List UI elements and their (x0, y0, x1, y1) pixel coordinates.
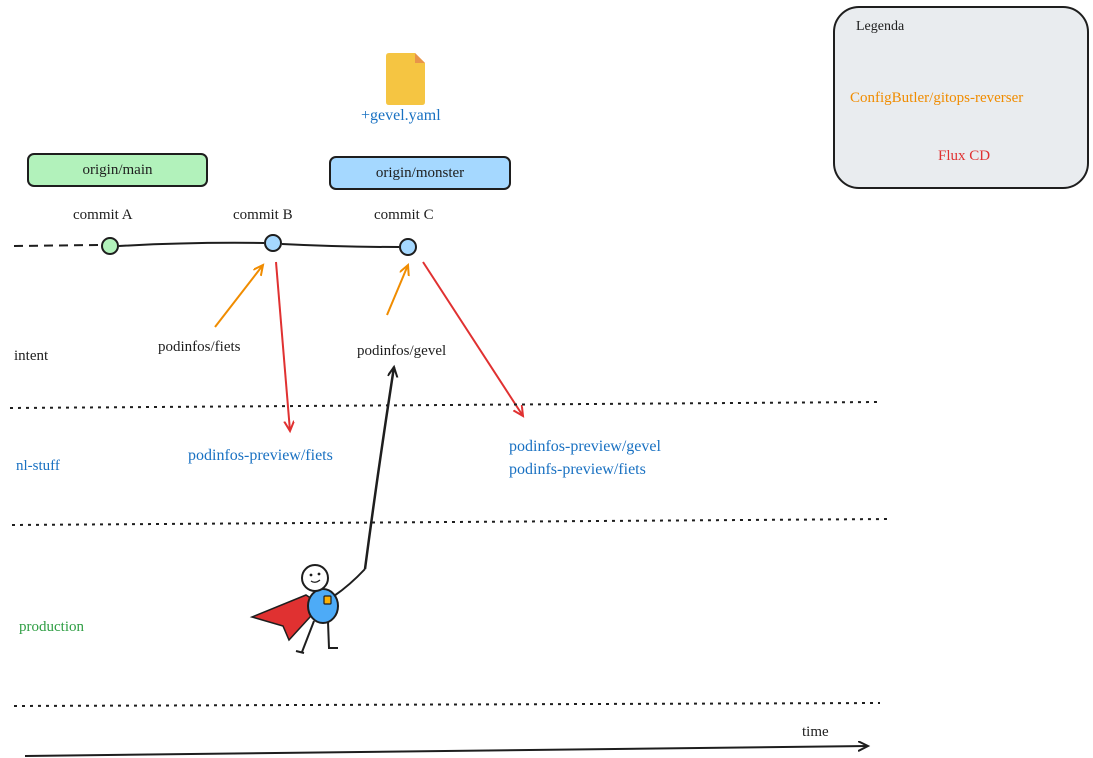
target-preview-fiets: podinfos-preview/fiets (188, 447, 333, 464)
target-preview-gevel: podinfos-preview/gevel (509, 438, 661, 455)
lane-separator-3 (13, 702, 881, 707)
lane-production: production (19, 619, 84, 635)
orange-arrow-gevel (386, 265, 408, 316)
legend-entry-flux: Flux CD (938, 148, 991, 164)
file-icon (386, 53, 425, 105)
legend-title: Legenda (856, 19, 905, 34)
legend-panel (833, 6, 1089, 189)
hero-push-arrow (363, 367, 394, 570)
orange-arrow-fiets (214, 265, 263, 328)
branch-label: origin/monster (375, 164, 465, 181)
red-arrow-gevel (422, 261, 523, 416)
source-fiets: podinfos/fiets (158, 339, 241, 355)
history-dashed-line (13, 244, 99, 247)
branch-origin-monster: origin/monster (329, 156, 511, 190)
commit-c-dot (399, 238, 417, 256)
legend-entry-reverser: ConfigButler/gitops-reverser (850, 90, 1024, 106)
commit-b-dot (264, 234, 282, 252)
commit-a-label: commit A (73, 207, 133, 223)
commit-line-b-c (281, 243, 400, 248)
commit-line-a-b (118, 241, 265, 247)
time-axis (24, 746, 868, 757)
red-arrow-fiets (275, 261, 290, 431)
lane-intent: intent (14, 348, 49, 364)
commit-a-dot (101, 237, 119, 255)
commit-b-label: commit B (233, 207, 293, 223)
source-gevel: podinfos/gevel (357, 343, 447, 359)
branch-label: origin/main (82, 161, 153, 178)
lane-separator-1 (9, 401, 879, 409)
hero-figure-icon (249, 564, 366, 654)
lane-nl-stuff: nl-stuff (16, 458, 60, 474)
target-preview-fiets-2: podinfs-preview/fiets (509, 461, 646, 478)
branch-origin-main: origin/main (27, 153, 208, 187)
lane-separator-2 (11, 518, 891, 526)
file-label: +gevel.yaml (361, 107, 441, 124)
commit-c-label: commit C (374, 207, 434, 223)
time-axis-label: time (802, 724, 829, 740)
